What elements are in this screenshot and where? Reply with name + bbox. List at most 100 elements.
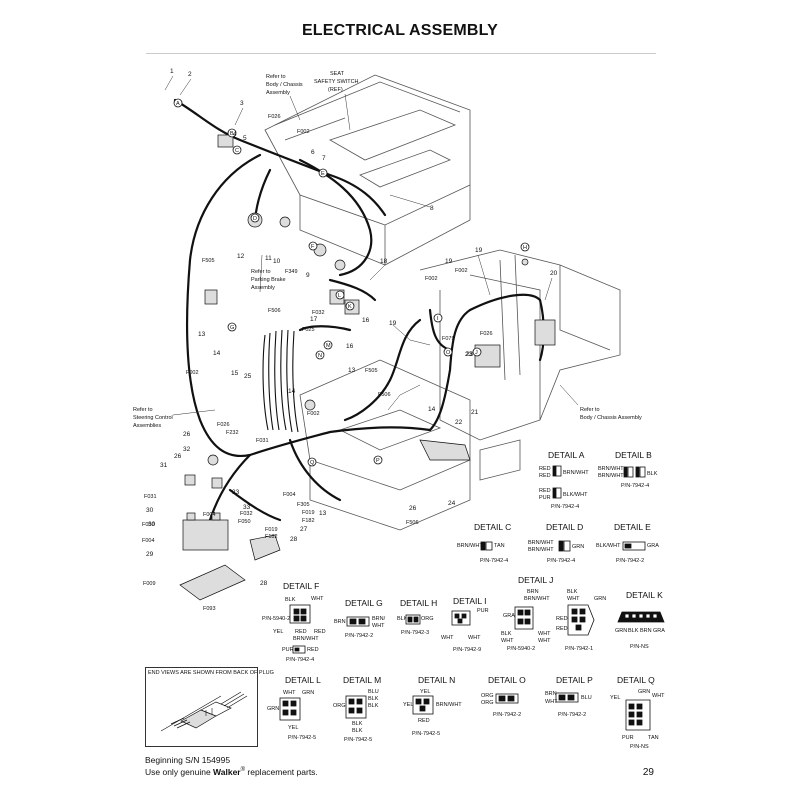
svg-text:Refer to: Refer to <box>251 269 271 275</box>
svg-text:F050: F050 <box>142 522 155 528</box>
detail-d: DETAIL D BRN/WHT BRN/WHT GRN P/N-7942-4 <box>528 522 584 564</box>
svg-text:P/N-7942-9: P/N-7942-9 <box>453 647 481 653</box>
svg-text:DETAIL H: DETAIL H <box>400 598 437 608</box>
svg-text:DETAIL P: DETAIL P <box>556 675 593 685</box>
detail-g: DETAIL G BRN BRN/ WHT P/N-7942-2 <box>334 598 386 639</box>
svg-text:DETAIL O: DETAIL O <box>488 675 526 685</box>
svg-text:TAN: TAN <box>648 735 659 741</box>
svg-text:DETAIL A: DETAIL A <box>548 450 585 460</box>
chassis-frame <box>264 74 621 531</box>
serial-number-note: Beginning S/N 154995 <box>145 755 231 765</box>
svg-text:BRN: BRN <box>545 691 557 697</box>
svg-text:YEL: YEL <box>273 629 283 635</box>
svg-text:H: H <box>523 245 527 251</box>
svg-text:Assembly: Assembly <box>266 90 290 96</box>
svg-text:P/N-7942-4: P/N-7942-4 <box>547 558 575 564</box>
svg-text:BLK: BLK <box>501 631 512 637</box>
svg-text:WHT: WHT <box>372 623 385 629</box>
svg-text:27: 27 <box>300 526 308 533</box>
sensor-icon <box>304 399 316 411</box>
svg-text:P/N-7942-3: P/N-7942-3 <box>401 630 429 636</box>
svg-text:F031: F031 <box>144 494 157 500</box>
svg-text:GRN: GRN <box>572 544 584 550</box>
svg-text:F002: F002 <box>455 268 468 274</box>
svg-text:P/N-7942-4: P/N-7942-4 <box>551 504 579 510</box>
svg-text:Steering Control: Steering Control <box>133 415 173 421</box>
svg-text:F182: F182 <box>265 534 278 540</box>
svg-text:25: 25 <box>244 373 252 380</box>
end-views-note: END VIEWS ARE SHOWN FROM BACK OF PLUG <box>148 670 274 676</box>
svg-text:BRN: BRN <box>527 589 539 595</box>
svg-text:4: 4 <box>233 131 237 138</box>
svg-text:PUR: PUR <box>622 735 634 741</box>
svg-text:GRN: GRN <box>594 596 606 602</box>
detail-a: DETAIL A RED RED BRN/WHT RED PUR BLK/WHT… <box>539 450 589 510</box>
detail-q: DETAIL Q GRN WHT YEL PUR TAN P/N-NS <box>610 675 665 750</box>
svg-text:Assembly: Assembly <box>251 285 275 291</box>
svg-text:ORG: ORG <box>421 616 434 622</box>
svg-text:YEL: YEL <box>420 689 430 695</box>
module-icon <box>534 319 556 346</box>
svg-text:BRN/: BRN/ <box>372 616 386 622</box>
bracket-icon <box>249 534 281 561</box>
battery-tray-icon <box>179 564 246 601</box>
svg-text:BLK/WHT: BLK/WHT <box>596 543 621 549</box>
svg-text:7: 7 <box>322 155 326 162</box>
svg-text:28: 28 <box>290 536 298 543</box>
svg-text:GRN: GRN <box>267 706 279 712</box>
svg-text:29: 29 <box>146 551 154 558</box>
svg-text:F025: F025 <box>302 327 315 333</box>
starter-icon <box>419 439 471 461</box>
svg-text:DETAIL J: DETAIL J <box>518 575 553 585</box>
svg-text:30: 30 <box>146 507 154 514</box>
svg-text:I: I <box>437 316 439 322</box>
svg-text:P/N-7942-2: P/N-7942-2 <box>558 712 586 718</box>
svg-text:F019: F019 <box>265 527 278 533</box>
svg-text:31: 31 <box>160 462 168 469</box>
svg-text:DETAIL K: DETAIL K <box>626 590 663 600</box>
svg-text:(REF): (REF) <box>328 87 343 93</box>
svg-text:F026: F026 <box>217 422 230 428</box>
svg-text:Refer to: Refer to <box>133 407 153 413</box>
svg-text:F232: F232 <box>226 430 239 436</box>
genuine-parts-note: Use only genuine Walker® replacement par… <box>145 767 318 777</box>
svg-text:F: F <box>311 244 315 250</box>
svg-text:19: 19 <box>445 258 453 265</box>
page-number: 29 <box>642 767 654 778</box>
svg-text:GRA: GRA <box>503 613 515 619</box>
svg-text:ORG: ORG <box>333 703 346 709</box>
svg-text:30: 30 <box>148 521 156 528</box>
svg-text:BLK: BLK <box>352 728 363 734</box>
svg-text:P/N-7942-5: P/N-7942-5 <box>288 735 316 741</box>
svg-text:RED: RED <box>556 626 568 632</box>
svg-text:12: 12 <box>237 253 245 260</box>
svg-text:19: 19 <box>389 320 397 327</box>
svg-text:GRN: GRN <box>615 628 627 634</box>
svg-text:BLK: BLK <box>285 597 296 603</box>
svg-text:BLK/WHT: BLK/WHT <box>563 492 588 498</box>
svg-text:DETAIL D: DETAIL D <box>546 522 583 532</box>
svg-text:18: 18 <box>380 258 388 265</box>
battery-icon <box>182 519 229 551</box>
part-number-labels: 1 2 3 4 5 6 7 8 9 10 11 12 13 14 15 16 1… <box>146 68 558 587</box>
detail-p: DETAIL P BRN BLU WHT P/N-7942-2 <box>545 675 593 718</box>
detail-i: DETAIL I PUR WHT WHT P/N-7942-9 <box>441 596 489 653</box>
svg-text:F506: F506 <box>268 308 281 314</box>
svg-text:BLU: BLU <box>368 689 379 695</box>
svg-text:F004: F004 <box>203 512 216 518</box>
detail-k: DETAIL K GRN BLK BRN GRA P/N-NS <box>615 590 665 650</box>
svg-text:F505: F505 <box>365 368 378 374</box>
svg-text:F050: F050 <box>238 519 251 525</box>
svg-text:L: L <box>338 293 341 299</box>
svg-text:GRA: GRA <box>647 543 659 549</box>
svg-text:BRN/WHT: BRN/WHT <box>528 547 554 553</box>
svg-text:F002: F002 <box>425 276 438 282</box>
svg-text:DETAIL Q: DETAIL Q <box>617 675 655 685</box>
svg-text:Body / Chassis Assembly: Body / Chassis Assembly <box>580 415 642 421</box>
svg-text:P/N-7942-2: P/N-7942-2 <box>493 712 521 718</box>
svg-text:F002: F002 <box>307 411 320 417</box>
leader-lines <box>164 75 579 416</box>
svg-text:22: 22 <box>455 419 463 426</box>
svg-text:F004: F004 <box>283 492 296 498</box>
svg-text:BRN/WHT: BRN/WHT <box>436 702 462 708</box>
